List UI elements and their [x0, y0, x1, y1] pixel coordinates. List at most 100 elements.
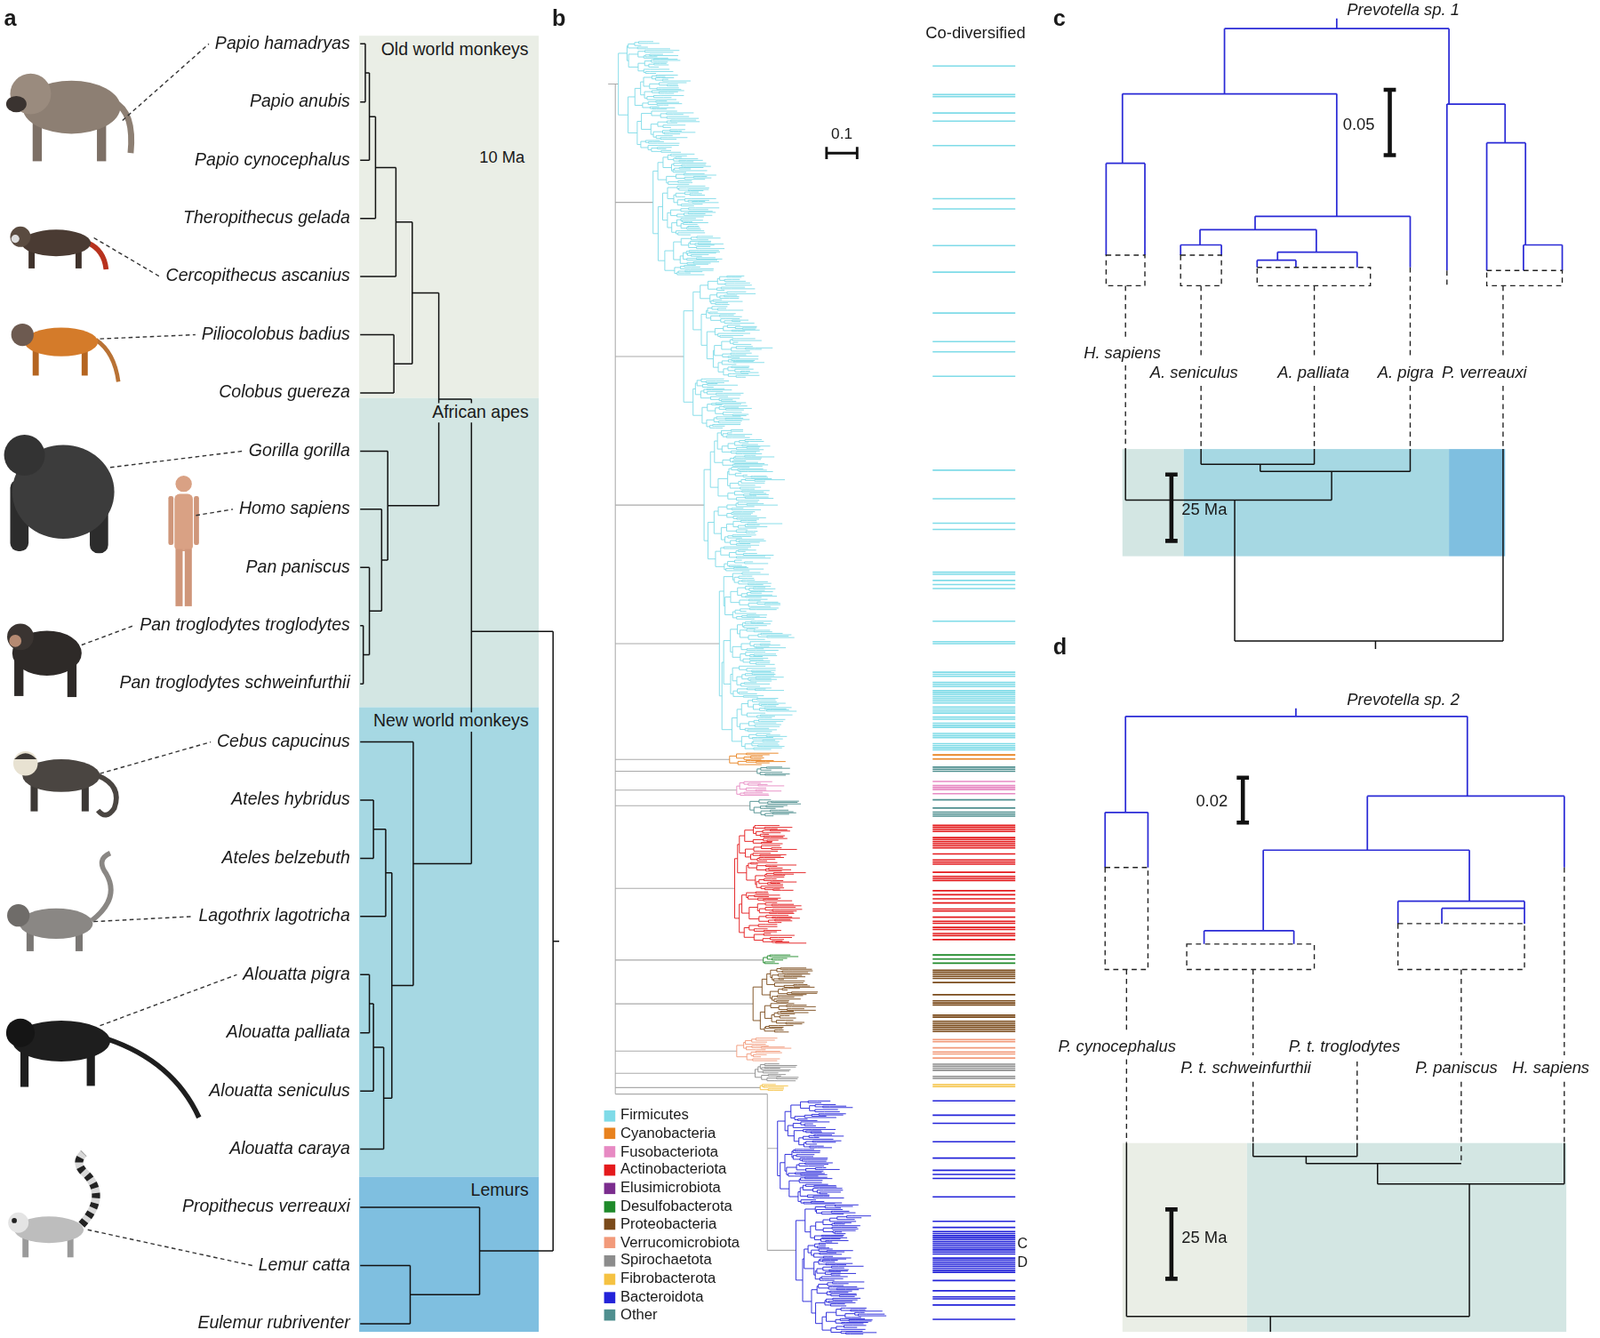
tree-title: Prevotella sp. 2 — [1346, 690, 1460, 709]
legend-text: Verrucomicrobiota — [620, 1234, 740, 1251]
host-band — [1448, 448, 1505, 557]
host-phylogeny — [360, 43, 560, 1324]
legend-swatch — [604, 1109, 616, 1121]
codiversified-bar — [932, 969, 1016, 1032]
species-name: Colobus guereza — [218, 383, 351, 402]
leader-line — [94, 916, 193, 922]
panel-letter: d — [1053, 634, 1067, 660]
dashed-box — [1487, 270, 1563, 286]
leg — [175, 549, 183, 607]
scale-label: 0.02 — [1195, 792, 1228, 810]
legend-swatch — [604, 1309, 616, 1321]
head — [7, 623, 34, 650]
host-tree — [1126, 1143, 1564, 1332]
legend-swatch — [604, 1145, 616, 1158]
tail — [79, 1152, 96, 1224]
leader-line — [88, 1229, 253, 1265]
host-name: P. t. schweinfurthii — [1180, 1058, 1312, 1077]
nose-spot — [11, 234, 20, 243]
clade-name: New world monkeys — [371, 712, 531, 731]
species-name: Alouatta seniculus — [208, 1080, 350, 1100]
legend-text: Spirochaetota — [620, 1252, 712, 1269]
species-name: Cercopithecus ascanius — [166, 266, 351, 286]
legend-text: Fibrobacterota — [620, 1270, 716, 1287]
leader-line — [110, 450, 243, 467]
scale-label: 25 Ma — [1181, 500, 1227, 519]
column-heading: Co-diversified — [925, 24, 1025, 42]
host-name: A. seniculus — [1150, 363, 1239, 382]
species-name: Alouatta palliata — [226, 1023, 351, 1042]
legend-text: Desulfobacterota — [620, 1198, 733, 1215]
species-name: Piliocolobus badius — [201, 325, 351, 344]
panel-letter: a — [4, 6, 17, 32]
phylum-subtree — [760, 1084, 788, 1091]
legend-swatch — [604, 1272, 616, 1285]
legend-text: Cyanobacteria — [620, 1125, 716, 1142]
muzzle — [6, 96, 27, 112]
dashed-box — [1186, 944, 1314, 970]
head — [9, 226, 31, 248]
leader-line — [94, 237, 160, 277]
phylum-subtree — [736, 1038, 792, 1061]
species-name: Alouatta pigra — [242, 965, 350, 984]
leader-line — [81, 625, 135, 646]
species-name: Papio hamadryas — [215, 34, 351, 54]
symbiont-tree — [1105, 18, 1562, 272]
species-name: Cebus capucinus — [216, 732, 351, 752]
clade-band: African apes — [359, 398, 539, 708]
legend-swatch — [604, 1255, 616, 1267]
codiversified-bar — [932, 64, 1016, 751]
colobus-icon — [11, 323, 120, 382]
legend-swatch — [604, 1182, 616, 1194]
clade-name: Old world monkeys — [378, 40, 531, 60]
legend-text: Fusobacteriota — [620, 1143, 719, 1160]
scale-bar — [1165, 89, 1396, 541]
legend-swatch — [604, 1218, 616, 1231]
legend-swatch — [604, 1291, 616, 1304]
body — [24, 327, 99, 356]
phylum-subtree — [618, 41, 798, 750]
scale-label: 10 Ma — [479, 148, 525, 167]
dashed-box — [1398, 923, 1525, 970]
torso — [174, 494, 193, 552]
species-name: Propithecus verreauxi — [182, 1197, 351, 1216]
capuchin-icon — [13, 751, 117, 816]
codiversified-bar — [932, 1063, 1016, 1080]
phylum-subtree — [754, 1064, 799, 1081]
leader-line — [122, 43, 209, 120]
cap — [14, 752, 37, 760]
tail — [91, 853, 111, 921]
tail-rings — [79, 1152, 96, 1224]
symbiont-tree — [1104, 708, 1565, 944]
scale-label: 25 Ma — [1181, 1228, 1227, 1247]
species-name: Lemur catta — [258, 1256, 351, 1275]
arm — [168, 496, 174, 545]
leader-line — [100, 974, 238, 1025]
gorilla-icon — [4, 434, 115, 553]
legend-text: Other — [620, 1306, 658, 1323]
legend-text: Actinobacteriota — [620, 1161, 727, 1178]
tree-title: Prevotella sp. 1 — [1346, 0, 1460, 19]
dashed-box — [1180, 255, 1222, 286]
clade-band: Lemurs — [359, 1176, 539, 1332]
dashed-box — [1105, 255, 1145, 286]
codiversified-bar — [932, 953, 1016, 964]
dashed-line — [1125, 267, 1504, 449]
codiversified-bar — [932, 1083, 1016, 1088]
clade-band: New world monkeys — [359, 707, 539, 1177]
phylum-subtree — [750, 767, 801, 816]
dashed-links — [1105, 255, 1562, 449]
chimpanzee-icon — [7, 623, 82, 697]
legend-swatch — [604, 1236, 616, 1248]
host-name: P. cynocephalus — [1057, 1037, 1176, 1056]
species-name: Eulemur rubriventer — [197, 1313, 350, 1333]
face — [8, 634, 22, 648]
codiversified-bar — [932, 1039, 1016, 1059]
phylum-subtree — [736, 781, 784, 795]
phylum-subtree — [752, 968, 818, 1032]
species-name: Pan paniscus — [246, 558, 351, 577]
howler-monkey-icon — [6, 1018, 200, 1118]
species-name: Homo sapiens — [239, 499, 351, 519]
callout-letter: D — [1017, 1254, 1029, 1271]
